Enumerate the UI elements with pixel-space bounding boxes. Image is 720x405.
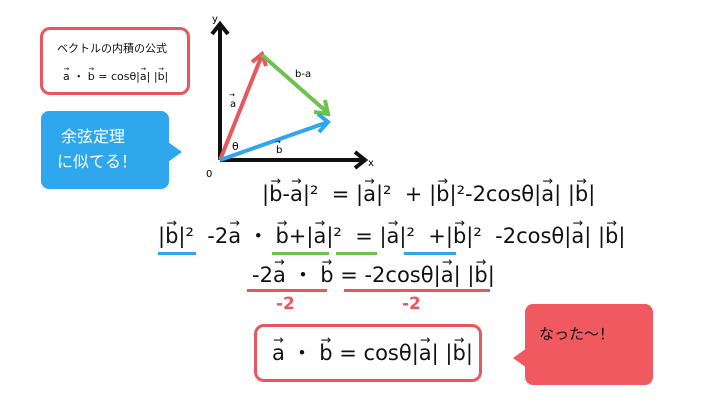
vec-a-arrow-icon: → — [229, 91, 235, 99]
vector-b-minus-a-arrow-icon — [313, 99, 331, 117]
bubble-red-text: なった〜！ — [539, 325, 615, 343]
underline-blue-1 — [158, 252, 196, 255]
equation-3: -2a ・ b = -2cosθ|a| |b| — [252, 265, 495, 286]
divisor-right: -2 — [402, 294, 421, 314]
bubble-blue-line1: 余弦定理 — [61, 127, 126, 146]
result-box: a ・ b = cosθ|a| |b| — [254, 324, 482, 382]
angle-theta-label: θ — [232, 140, 239, 153]
equation-1: |b-a|² = |a|² + |b|²-2cosθ|a| |b| — [262, 184, 595, 205]
vector-a — [218, 54, 264, 161]
fraction-bar-right — [344, 289, 490, 292]
equation-2: |b|² -2a ・ b+|a|² = |a|² +|b|² -2cosθ|a|… — [158, 226, 625, 247]
vector-b — [219, 120, 329, 162]
vec-b-arrow-icon: → — [275, 138, 281, 146]
vector-b-arrow-icon — [316, 112, 331, 134]
vec-b-minus-a-label: b-a — [295, 69, 311, 80]
speech-bubble-red: なった〜！ — [525, 304, 653, 385]
origin-label: 0 — [206, 169, 212, 180]
formula-text: a ・ b = cosθ|a| |b| — [63, 68, 168, 84]
x-axis-label: x — [368, 158, 374, 169]
x-axis-arrow-icon — [353, 150, 369, 170]
y-axis-label: y — [212, 14, 218, 25]
vector-b-minus-a — [260, 53, 330, 115]
divisor-left: -2 — [276, 294, 295, 314]
vector-diagram: y x 0 a → b-a θ b → — [206, 14, 374, 180]
underline-blue-2 — [404, 252, 456, 255]
formula-reference-box: ベクトルの内積の公式 a ・ b = cosθ|a| |b| — [40, 27, 190, 95]
underline-green-2 — [336, 252, 377, 255]
underline-green-1 — [272, 252, 329, 255]
vector-a-arrow-icon — [250, 50, 268, 67]
y-axis-arrow-icon — [210, 20, 230, 36]
vec-b-label: b — [276, 145, 282, 156]
formula-title: ベクトルの内積の公式 — [57, 42, 167, 55]
fraction-bar-left — [247, 289, 327, 292]
bubble-blue-tail — [168, 142, 182, 162]
bubble-red-tail — [513, 348, 527, 368]
speech-bubble-blue: 余弦定理 に似てる！ — [41, 111, 169, 189]
result-equation: a ・ b = cosθ|a| |b| — [272, 343, 473, 364]
bubble-blue-line2: に似てる！ — [57, 152, 138, 171]
vec-a-label: a — [230, 99, 236, 110]
